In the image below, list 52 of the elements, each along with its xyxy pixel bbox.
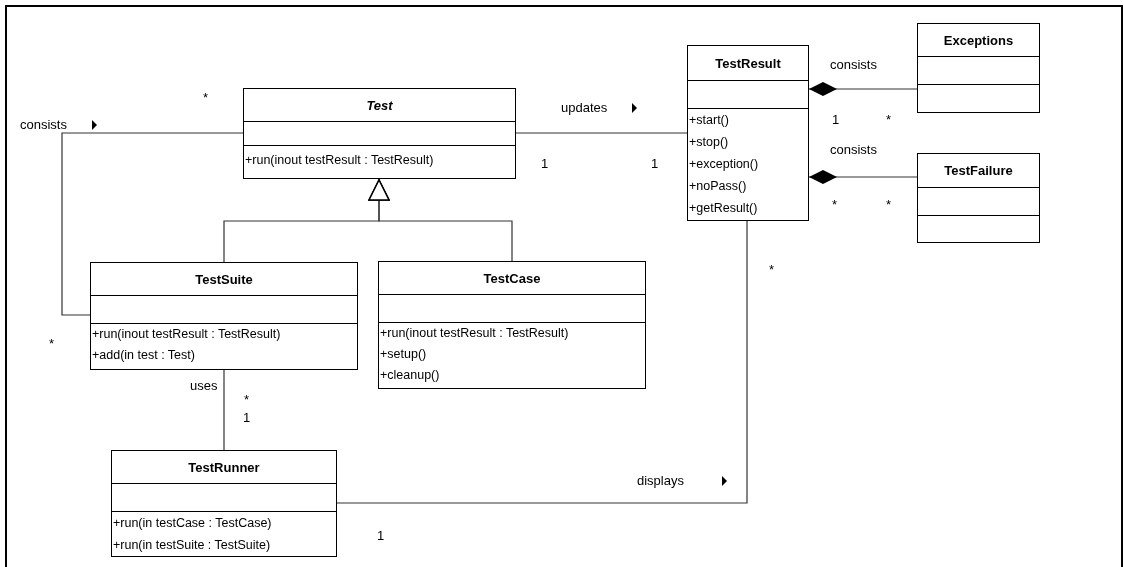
class-box [378,261,646,389]
method-signature: +exception() [688,156,759,173]
edge-label: consists [830,57,877,72]
composition-line [808,82,918,96]
edge-label: consists [830,142,877,157]
method-signature: +run(in testCase : TestCase) [112,515,272,532]
multiplicity-label: * [886,112,892,127]
association-line [61,132,244,316]
class-name: TestCase [483,270,541,286]
method-signature: +run(in testSuite : TestSuite) [112,537,271,554]
composition-line [808,170,918,184]
multiplicity-label: 1 [243,410,251,425]
multiplicity-label: 1 [541,156,549,171]
method-signature: +noPass() [688,178,747,195]
class-box [917,153,1040,243]
association-line [515,132,688,134]
class-name: Exceptions [943,32,1014,48]
edge-label: displays [637,473,684,488]
multiplicity-label: 1 [651,156,659,171]
multiplicity-label: * [49,336,55,351]
association-line [336,220,748,504]
class-box [111,450,337,557]
multiplicity-label: 1 [832,112,840,127]
multiplicity-label: * [832,197,838,212]
class-box [90,262,358,370]
association-line [223,369,225,451]
edge-label: consists [20,117,67,132]
method-signature: +stop() [688,134,729,151]
class-name: TestFailure [944,163,1013,178]
method-signature: +start() [688,112,729,129]
method-signature: +add(in test : Test) [91,347,195,364]
multiplicity-label: * [886,197,892,212]
method-signature: +run(inout testResult : TestResult) [379,325,569,342]
method-signature: +run(inout testResult : TestResult) [244,152,434,169]
class-box [243,88,516,179]
method-signature: +setup() [379,346,427,363]
generalization-arrow [368,178,513,262]
edge-label: uses [190,378,218,393]
class-name: TestResult [715,55,781,71]
method-signature: +cleanup() [379,367,440,384]
multiplicity-label: 1 [377,528,385,543]
multiplicity-label: * [203,90,209,105]
class-box [917,23,1040,113]
multiplicity-label: * [769,262,775,277]
method-signature: +getResult() [688,200,758,217]
class-box [687,45,809,221]
class-name: Test [366,97,393,113]
class-name: TestSuite [195,271,253,287]
edge-label: updates [561,100,608,115]
class-name: TestRunner [188,459,260,475]
method-signature: +run(inout testResult : TestResult) [91,326,281,343]
multiplicity-label: * [244,392,250,407]
